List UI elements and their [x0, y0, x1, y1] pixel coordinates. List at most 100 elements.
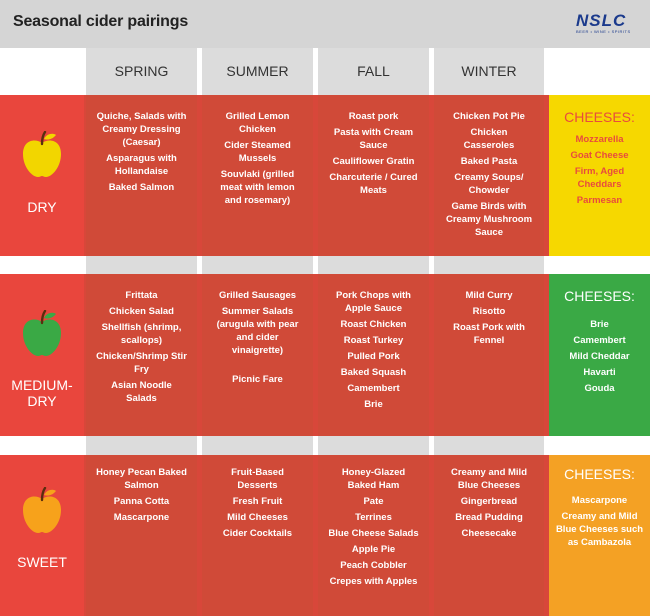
apple-icon [23, 131, 61, 177]
season-header-fall: FALL [357, 63, 390, 79]
cheese-item: Firm, Aged Cheddars [574, 166, 625, 190]
cell-medium-winter: Mild Curry Risotto Roast Pork with Fenne… [434, 274, 544, 436]
category-label-dry: DRY [27, 199, 57, 215]
cheese-item: Mild Cheddar [569, 351, 630, 362]
cheese-title: CHEESES: [564, 109, 635, 125]
pairing-item: Panna Cotta [113, 496, 170, 507]
pairing-item: Mascarpone [113, 512, 170, 523]
logo: NSLC BEER • WINE • SPIRITS [576, 12, 632, 38]
pairing-item: Asian Noodle Salads [111, 380, 172, 404]
pairing-item: Crepes with Apples [329, 576, 418, 587]
cheese-item: Goat Cheese [570, 150, 629, 161]
pairing-item: Roast Chicken [340, 319, 407, 330]
category-label-medium-dry: MEDIUM- DRY [11, 377, 73, 409]
row-dry: DRY Quiche, Salads with Creamy Dressing … [0, 95, 650, 256]
cheese-panel-medium-dry: CHEESES: Brie Camembert Mild Cheddar Hav… [549, 274, 650, 436]
row-sweet: SWEET Honey Pecan Baked Salmon Panna Cot… [0, 455, 650, 616]
pairing-item: Fresh Fruit [232, 496, 283, 507]
pairing-item: Brie [364, 399, 383, 410]
season-header-winter: WINTER [461, 63, 517, 79]
pairing-item: Chicken/Shrimp Stir Fry [96, 351, 187, 375]
pairing-item: Chicken Salad [109, 306, 174, 317]
cell-dry-fall: Roast pork Pasta with Cream Sauce Caulif… [318, 95, 429, 256]
pairing-item: Risotto [472, 306, 506, 317]
pairing-item: Pork Chops with Apple Sauce [336, 290, 411, 314]
pairing-item: Creamy Soups/ Chowder [454, 172, 524, 196]
pairing-item: Cider Cocktails [222, 528, 293, 539]
pairing-item: Honey-Glazed Baked Ham [341, 467, 406, 491]
logo-tagline: BEER • WINE • SPIRITS [576, 29, 631, 34]
cell-dry-summer: Grilled Lemon Chicken Cider Steamed Muss… [202, 95, 313, 256]
pairing-item: Souvlaki (grilled meat with lemon and ro… [220, 169, 295, 206]
pairing-item: Terrines [355, 512, 392, 523]
pairing-item: Cider Steamed Mussels [224, 140, 291, 164]
cell-medium-fall: Pork Chops with Apple Sauce Roast Chicke… [318, 274, 429, 436]
page-title: Seasonal cider pairings [13, 13, 189, 30]
pairing-item: Charcuterie / Cured Meats [329, 172, 418, 196]
pairing-item: Honey Pecan Baked Salmon [96, 467, 187, 491]
cheese-title: CHEESES: [564, 466, 635, 482]
pairing-item: Frittata [125, 290, 158, 301]
pairing-item: Cauliflower Gratin [332, 156, 415, 167]
pairing-item: Mild Cheeses [227, 512, 288, 523]
cheese-panel-dry: CHEESES: Mozzarella Goat Cheese Firm, Ag… [549, 95, 650, 256]
cell-sweet-winter: Creamy and Mild Blue Cheeses Gingerbread… [434, 455, 544, 616]
pairing-item: Baked Salmon [108, 182, 175, 193]
cheese-item: Parmesan [576, 195, 623, 206]
pairing-item: Pate [363, 496, 384, 507]
pairing-item: Pulled Pork [347, 351, 400, 362]
category-dry: DRY [0, 95, 84, 256]
cell-medium-summer: Grilled Sausages Summer Salads (arugula … [202, 274, 313, 436]
pairing-item: Game Birds with Creamy Mushroom Sauce [445, 201, 533, 238]
pairing-item: Roast pork [348, 111, 399, 122]
pairing-item: Cheesecake [461, 528, 517, 539]
pairing-item: Creamy and Mild Blue Cheeses [450, 467, 528, 491]
cheese-panel-sweet: CHEESES: Mascarpone Creamy and Mild Blue… [549, 455, 650, 616]
pairing-item: Chicken Pot Pie [453, 111, 525, 122]
apple-icon [23, 487, 61, 533]
category-label-sweet: SWEET [17, 554, 67, 570]
pairing-item: Pasta with Cream Sauce [333, 127, 414, 151]
cheese-item: Gouda [584, 383, 615, 394]
pairing-item: Fruit-Based Desserts [231, 467, 284, 491]
cell-sweet-summer: Fruit-Based Desserts Fresh Fruit Mild Ch… [202, 455, 313, 616]
category-medium-dry: MEDIUM- DRY [0, 274, 84, 436]
cheese-item: Havarti [583, 367, 616, 378]
cell-dry-spring: Quiche, Salads with Creamy Dressing (Cae… [86, 95, 197, 256]
pairing-item: Asparagus with Hollandaise [106, 153, 177, 177]
cheese-item: Brie [590, 319, 609, 330]
cell-sweet-spring: Honey Pecan Baked Salmon Panna Cotta Mas… [86, 455, 197, 616]
category-sweet: SWEET [0, 455, 84, 616]
pairing-item: Mild Curry [465, 290, 513, 301]
pairing-item: Camembert [347, 383, 400, 394]
pairing-item: Peach Cobbler [340, 560, 407, 571]
pairing-item: Grilled Sausages [218, 290, 297, 301]
cheese-item: Mascarpone [571, 495, 628, 506]
pairing-item: Roast Pork with Fennel [453, 322, 525, 346]
pairing-item: Quiche, Salads with Creamy Dressing (Cae… [96, 111, 187, 148]
pairing-item: Chicken Casseroles [463, 127, 515, 151]
cheese-item: Creamy and Mild Blue Cheeses such as Cam… [555, 511, 644, 548]
cheese-item: Camembert [573, 335, 626, 346]
cell-sweet-fall: Honey-Glazed Baked Ham Pate Terrines Blu… [318, 455, 429, 616]
pairing-item: Bread Pudding [455, 512, 523, 523]
pairing-item: Summer Salads (arugula with pear and cid… [216, 306, 299, 356]
cheese-title: CHEESES: [564, 288, 635, 304]
cell-dry-winter: Chicken Pot Pie Chicken Casseroles Baked… [434, 95, 544, 256]
pairing-item: Baked Squash [340, 367, 407, 378]
pairing-item: Roast Turkey [343, 335, 404, 346]
row-medium-dry: MEDIUM- DRY Frittata Chicken Salad Shell… [0, 274, 650, 436]
header-bar: Seasonal cider pairings NSLC BEER • WINE… [0, 0, 650, 48]
cheese-item: Mozzarella [575, 134, 624, 145]
pairing-item: Blue Cheese Salads [328, 528, 419, 539]
pairing-item: Gingerbread [460, 496, 518, 507]
season-header-summer: SUMMER [226, 63, 289, 79]
pairing-item: Grilled Lemon Chicken [225, 111, 290, 135]
pairing-item: Baked Pasta [460, 156, 518, 167]
season-header-spring: SPRING [114, 63, 169, 79]
logo-wordmark: NSLC [576, 11, 627, 30]
cell-medium-spring: Frittata Chicken Salad Shellfish (shrimp… [86, 274, 197, 436]
pairing-item: Apple Pie [351, 544, 396, 555]
pairing-item: Shellfish (shrimp, scallops) [101, 322, 182, 346]
apple-icon [23, 310, 61, 356]
